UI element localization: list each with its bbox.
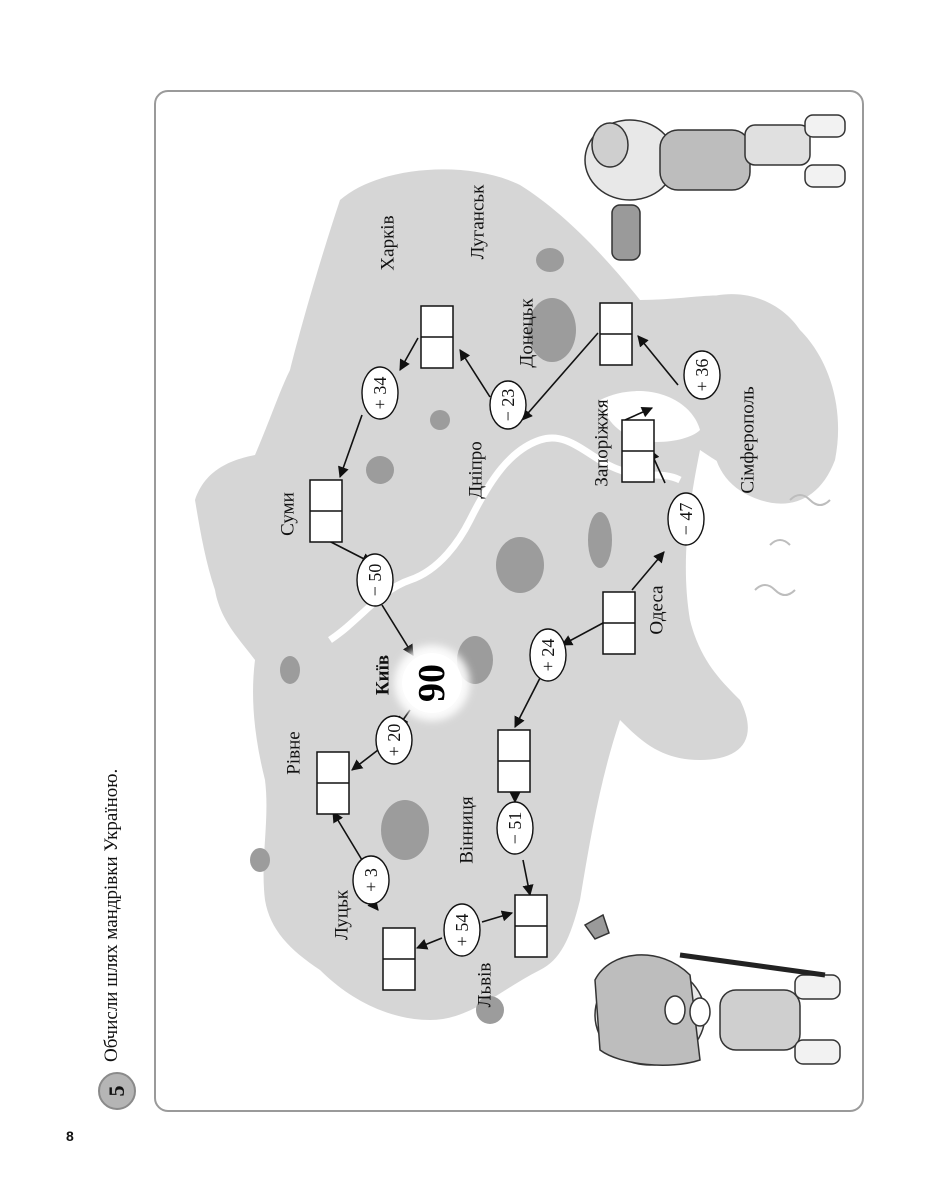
svg-text:− 50: − 50 <box>365 564 385 597</box>
op-zaporizhzhia-simferopol: + 36 <box>683 350 721 400</box>
svg-text:− 51: − 51 <box>505 812 525 845</box>
svg-text:+ 24: + 24 <box>538 639 558 672</box>
answer-box-donetsk <box>599 302 633 366</box>
city-label-kharkiv: Харків <box>378 215 399 270</box>
sea-waves-decoration <box>754 494 831 596</box>
op-lutsk-lviv: + 54 <box>443 903 481 957</box>
op-kharkiv-sumy: − 50 <box>356 553 394 607</box>
op-simferopol-donetsk: − 23 <box>489 380 527 430</box>
svg-text:− 23: − 23 <box>498 389 518 422</box>
city-label-vinnytsia: Вінниця <box>457 796 478 864</box>
answer-box-rivne <box>316 751 350 815</box>
svg-text:+ 20: + 20 <box>384 724 404 757</box>
op-lviv-vinnytsia: − 51 <box>496 801 534 855</box>
svg-text:− 47: − 47 <box>676 503 696 536</box>
city-label-simferopol: Сімферополь <box>738 386 759 494</box>
answer-box-sumy <box>309 479 343 543</box>
operation-ovals: + 20 + 3 + 54 − 51 + 24 − 47 + 36 − 23 <box>352 350 721 957</box>
city-label-dnipro: Дніпро <box>466 441 487 499</box>
svg-text:+ 34: + 34 <box>370 377 390 410</box>
op-rivne-lutsk: + 3 <box>352 855 390 905</box>
page-number: 8 <box>66 1128 74 1144</box>
svg-text:+ 3: + 3 <box>361 868 381 892</box>
city-label-lutsk: Луцьк <box>332 889 353 940</box>
ukraine-map-shape <box>195 169 833 1020</box>
city-label-lviv: Львів <box>475 963 496 1008</box>
city-label-sumy: Суми <box>278 492 299 536</box>
op-odesa-zaporizhzhia: − 47 <box>667 492 705 546</box>
answer-box-lviv <box>514 894 548 958</box>
city-label-rivne: Рівне <box>284 731 305 774</box>
city-label-donetsk: Донецьк <box>517 298 538 368</box>
op-vinnytsia-odesa: + 24 <box>529 628 567 682</box>
answer-box-odesa <box>602 591 636 655</box>
answer-boxes <box>309 302 655 991</box>
svg-text:+ 54: + 54 <box>452 914 472 947</box>
answer-box-vinnytsia <box>497 729 531 793</box>
svg-text:+ 36: + 36 <box>692 359 712 392</box>
start-value: 90 <box>411 664 453 702</box>
dnipro-river <box>328 434 682 643</box>
city-label-kyiv: Київ <box>373 655 394 695</box>
op-donetsk-kharkiv: + 34 <box>361 366 399 420</box>
city-labels: Київ Рівне Луцьк Львів Вінниця Одеса Зап… <box>278 184 759 1007</box>
scenery-decoration <box>250 248 612 1024</box>
answer-box-zaporizhzhia <box>621 419 655 483</box>
op-kyiv-rivne: + 20 <box>375 715 413 765</box>
city-label-zaporizhzhia: Запоріжжя <box>592 399 613 486</box>
city-label-odesa: Одеса <box>647 585 668 635</box>
boy-explorer-illustration <box>583 913 841 1066</box>
answer-box-kharkiv <box>420 305 454 369</box>
answer-box-lutsk <box>382 927 416 991</box>
city-label-luhansk: Луганськ <box>468 184 489 259</box>
crimea-shape <box>696 294 839 504</box>
girl-with-binoculars-illustration <box>584 114 846 261</box>
